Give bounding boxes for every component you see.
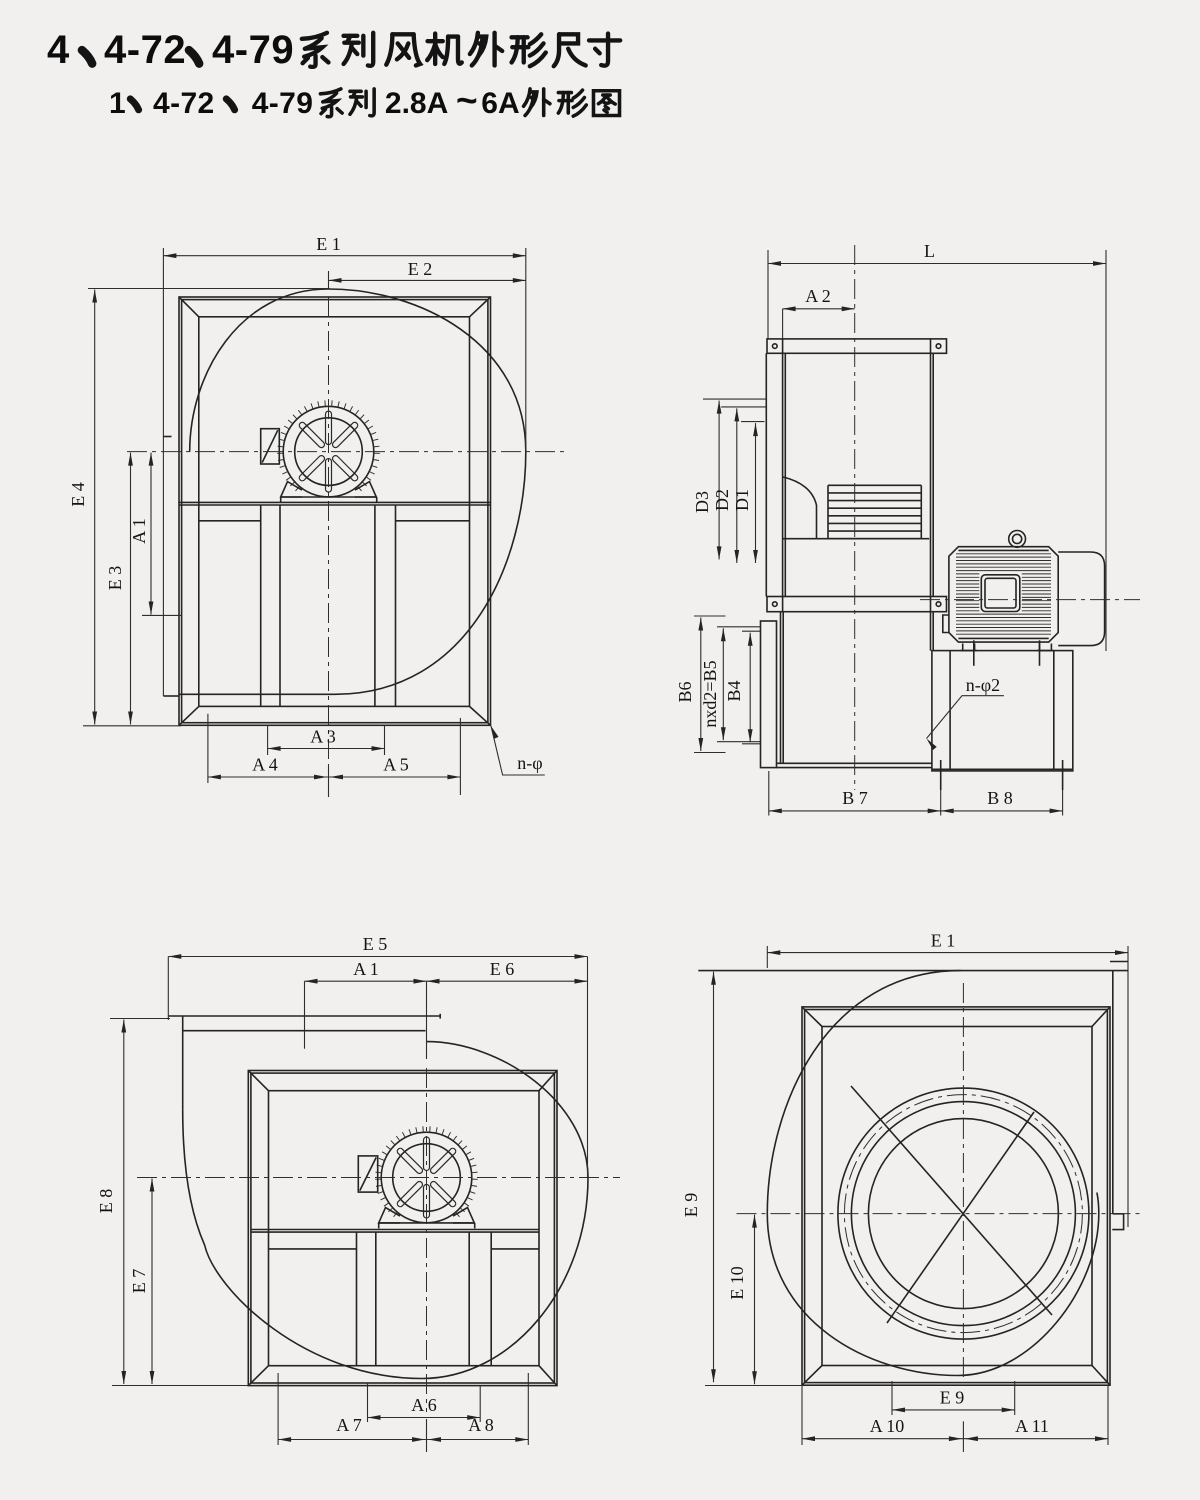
svg-text:E 6: E 6 (490, 959, 515, 979)
svg-text:L: L (924, 241, 935, 261)
svg-text:A 2: A 2 (805, 286, 831, 306)
svg-text:1: 1 (109, 87, 126, 120)
svg-text:E 5: E 5 (363, 934, 388, 954)
svg-text:D1: D1 (732, 489, 752, 511)
svg-text:n-φ2: n-φ2 (966, 675, 1000, 695)
svg-text:E 3: E 3 (105, 566, 125, 591)
svg-text:E 9: E 9 (681, 1193, 701, 1218)
svg-text:A 3: A 3 (310, 727, 336, 747)
svg-text:B 7: B 7 (842, 788, 868, 808)
svg-text:E 2: E 2 (408, 259, 433, 279)
svg-text:4-72: 4-72 (153, 87, 215, 120)
svg-text:6A: 6A (481, 87, 519, 120)
svg-text:n-φ: n-φ (517, 753, 542, 773)
svg-text:B6: B6 (675, 681, 695, 702)
svg-text:E 9: E 9 (940, 1388, 965, 1408)
svg-text:A 8: A 8 (468, 1415, 494, 1435)
svg-text:2.8A: 2.8A (385, 87, 448, 120)
svg-text:4-79: 4-79 (252, 87, 314, 120)
svg-text:E 1: E 1 (316, 234, 341, 254)
svg-text:A 10: A 10 (870, 1416, 905, 1436)
svg-text:A 1: A 1 (129, 518, 149, 544)
svg-text:~: ~ (456, 80, 478, 121)
svg-text:A 11: A 11 (1015, 1416, 1049, 1436)
svg-text:B4: B4 (724, 680, 744, 701)
svg-text:D3: D3 (692, 491, 712, 513)
svg-text:A 5: A 5 (383, 755, 409, 775)
svg-text:E 4: E 4 (68, 482, 88, 507)
svg-text:E 1: E 1 (931, 930, 956, 950)
svg-text:A 1: A 1 (353, 959, 379, 979)
svg-text:4-72: 4-72 (104, 28, 186, 72)
svg-text:B 8: B 8 (987, 788, 1013, 808)
svg-text:E 10: E 10 (727, 1266, 747, 1300)
svg-text:4-79: 4-79 (212, 28, 294, 72)
svg-text:E 8: E 8 (96, 1189, 116, 1214)
svg-text:nxd2=B5: nxd2=B5 (700, 660, 720, 727)
svg-text:D2: D2 (712, 489, 732, 511)
svg-text:4: 4 (47, 28, 70, 72)
svg-text:A 6: A 6 (411, 1395, 437, 1415)
svg-text:A 4: A 4 (252, 755, 278, 775)
svg-text:E 7: E 7 (129, 1269, 149, 1294)
svg-text:A 7: A 7 (336, 1415, 362, 1435)
